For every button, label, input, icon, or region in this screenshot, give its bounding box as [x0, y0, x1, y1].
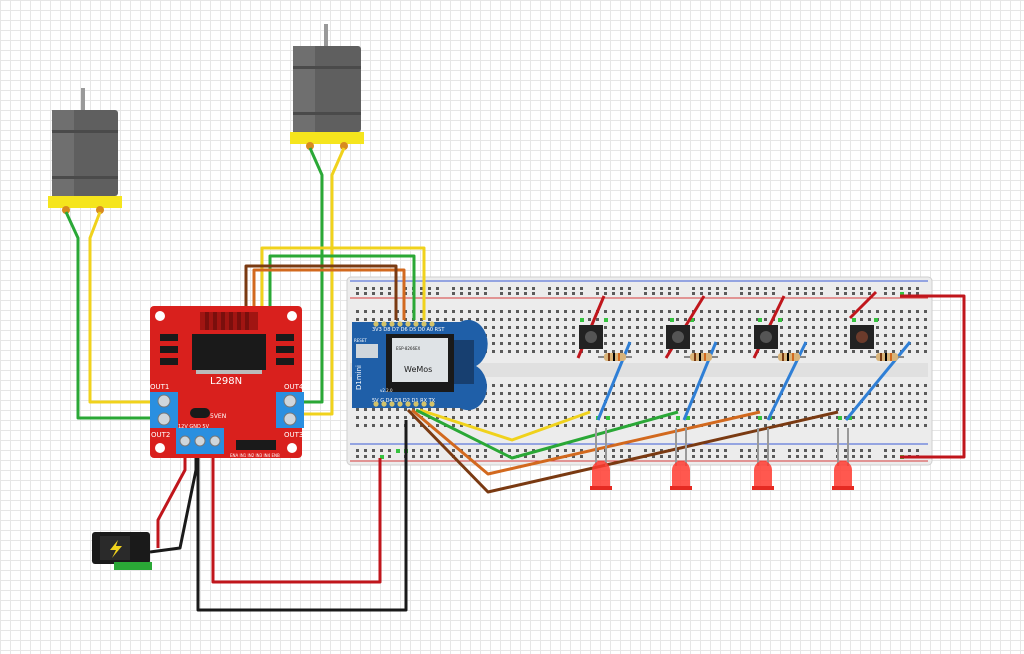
red-led — [590, 428, 612, 490]
wire-power-red — [156, 454, 187, 548]
dc-power-jack — [92, 532, 152, 570]
wire-rail-black — [196, 420, 408, 612]
push-button — [850, 325, 874, 349]
button-row — [579, 325, 874, 349]
red-led — [832, 428, 854, 490]
control-header-label: ENA IN1 IN2 IN3 IN4 ENB — [230, 453, 280, 458]
esp-pin-header — [373, 321, 435, 407]
wire-led2-green — [415, 408, 679, 460]
power-terminal-label: 12V GND 5V — [178, 424, 210, 430]
board-version-label: v2.2.0 — [380, 388, 393, 393]
driver-title: L298N — [210, 376, 242, 387]
push-button — [754, 325, 778, 349]
wire-motor-right-green — [290, 147, 324, 404]
dc-motor-right — [290, 24, 364, 150]
wire-rail-bridge — [900, 294, 966, 459]
wemos-d1-mini-board: 3V3 D8 D7 D6 D5 D0 A0 RST 5V G D4 D3 D2 … — [352, 319, 488, 411]
lightning-bolt-icon — [110, 540, 122, 558]
wire-led4-brown — [406, 408, 839, 494]
wire-power-black — [149, 454, 198, 554]
push-button — [666, 325, 690, 349]
wire-led3-orange — [411, 408, 761, 476]
out4-label: OUT4 — [284, 383, 304, 391]
resistor — [598, 353, 632, 361]
wire-motor-left-yellow — [88, 211, 150, 404]
bottom-pin-labels: 5V G D4 D3 D2 D1 RX TX — [372, 398, 436, 404]
board-side-label: D1mini — [355, 365, 363, 390]
enable-label: 5VEN — [210, 413, 226, 420]
dc-motor-left — [48, 88, 122, 214]
resistor-row — [598, 353, 904, 361]
wire-motor-right-yellow — [295, 147, 346, 416]
wire-motor-left-green — [64, 211, 150, 420]
out2-label: OUT2 — [151, 431, 170, 439]
l298n-driver-board: L298N OUT1 OUT2 OUT4 OUT3 12V GND 5V 5VE… — [150, 306, 304, 458]
wire-rail-red — [211, 454, 382, 584]
reset-label: RESET — [354, 338, 367, 343]
resistor — [684, 353, 718, 361]
led-row — [590, 428, 854, 490]
push-button — [579, 325, 603, 349]
out1-label: OUT1 — [150, 383, 169, 391]
wire-led1-yellow — [419, 408, 591, 442]
red-led — [670, 428, 692, 490]
red-led — [752, 428, 774, 490]
top-pin-labels: 3V3 D8 D7 D6 D5 D0 A0 RST — [372, 327, 445, 333]
resistor — [870, 353, 904, 361]
resistor — [772, 353, 806, 361]
chip-logo: WeMos — [404, 365, 432, 374]
chip-model-label: ESP-8266EX — [396, 346, 421, 351]
out3-label: OUT3 — [284, 431, 303, 439]
